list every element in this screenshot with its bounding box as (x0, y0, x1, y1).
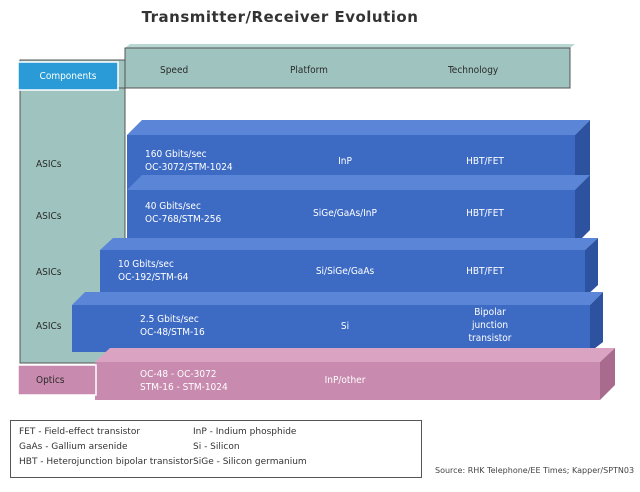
header-bar-top (125, 44, 575, 48)
technology-line: transistor (468, 333, 512, 344)
speed-rate: 40 Gbits/sec (145, 201, 201, 212)
side-label-asics: ASICs (36, 321, 62, 332)
layer-technology: HBT/FET (466, 208, 504, 219)
side-label-asics: ASICs (36, 159, 62, 170)
side-label-optics: Optics (36, 375, 65, 386)
header-speed: Speed (160, 65, 189, 76)
header-platform: Platform (290, 65, 328, 76)
layer-technology: HBT/FET (466, 266, 504, 277)
layer-platform: Si/SiGe/GaAs (315, 266, 375, 277)
legend-box: FET - Field-effect transistor GaAs - Gal… (10, 420, 422, 478)
layer-speed: 40 Gbits/sec OC-768/STM-256 (145, 200, 221, 226)
speed-rate: OC-48 - OC-3072 (140, 369, 217, 380)
layer-40g (127, 175, 590, 245)
header-bar (124, 47, 571, 89)
side-label-asics: ASICs (36, 267, 62, 278)
speed-standard: OC-768/STM-256 (145, 214, 222, 225)
layer-technology: HBT/FET (466, 156, 504, 167)
source-note: Source: RHK Telephone/EE Times; Kapper/S… (435, 466, 635, 475)
layer-2-5g (72, 292, 603, 352)
speed-rate: 2.5 Gbits/sec (140, 314, 199, 325)
layer-technology: Bipolar junction transistor (445, 306, 535, 345)
layer-platform: InP (338, 156, 352, 167)
components-label: Components (39, 71, 97, 82)
technology-line: Bipolar (474, 307, 506, 318)
speed-rate: 10 Gbits/sec (118, 259, 174, 270)
diagram-title: Transmitter/Receiver Evolution (141, 8, 419, 26)
layer-speed: 160 Gbits/sec OC-3072/STM-1024 (145, 148, 233, 174)
components-box (17, 61, 119, 91)
optics-label-box (17, 364, 97, 396)
layer-10g (100, 238, 598, 297)
speed-standard: STM-16 - STM-1024 (140, 382, 228, 393)
layer-optics (95, 348, 615, 400)
technology-line: junction (471, 320, 509, 331)
legend-entry: InP - Indium phosphide (193, 427, 297, 437)
header-technology: Technology (448, 65, 499, 76)
layer-speed: OC-48 - OC-3072 STM-16 - STM-1024 (140, 368, 228, 394)
speed-standard: OC-3072/STM-1024 (145, 162, 233, 173)
legend-entry: SiGe - Silicon germanium (193, 457, 307, 467)
legend-entry: HBT - Heterojunction bipolar transistor (19, 457, 193, 467)
speed-standard: OC-192/STM-64 (118, 272, 189, 283)
legend-entry: Si - Silicon (193, 442, 240, 452)
speed-rate: 160 Gbits/sec (145, 149, 207, 160)
layer-speed: 2.5 Gbits/sec OC-48/STM-16 (140, 313, 205, 339)
layer-platform: InP/other (324, 375, 366, 386)
layer-speed: 10 Gbits/sec OC-192/STM-64 (118, 258, 188, 284)
legend-entry: FET - Field-effect transistor (19, 427, 141, 437)
speed-standard: OC-48/STM-16 (140, 327, 205, 338)
layer-platform: SiGe/GaAs/InP (313, 208, 377, 219)
side-label-asics: ASICs (36, 211, 62, 222)
legend-entry: GaAs - Gallium arsenide (19, 442, 128, 452)
layer-platform: Si (340, 321, 350, 332)
